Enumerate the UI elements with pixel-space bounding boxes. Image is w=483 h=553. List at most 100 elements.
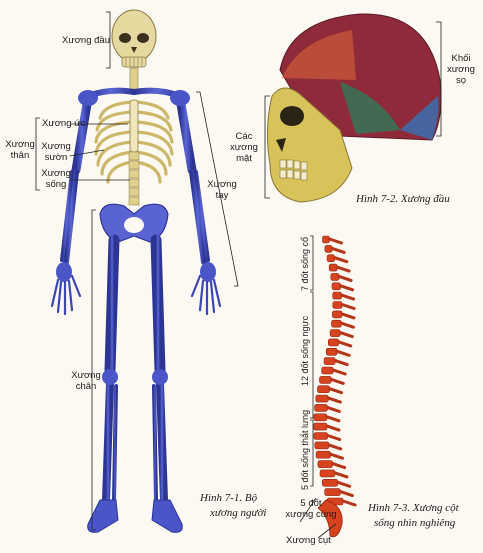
label-sternum: Xương ức [42, 118, 86, 129]
vertebra [315, 394, 329, 403]
spinous-process [333, 471, 349, 479]
caption-figure-7-1-line1: Hình 7-1. Bộ [200, 492, 258, 504]
vertebra [329, 329, 341, 337]
label-spine-line2: sống [45, 179, 67, 190]
vertebra [317, 460, 333, 468]
lumbar-spine [128, 151, 140, 206]
spinous-process [336, 480, 352, 488]
spinous-process [326, 434, 342, 441]
label-trunk-line1: Xương [5, 139, 35, 150]
occipital-bone [400, 96, 439, 140]
label-lumbar: 5 đốt sống thắt lưng [300, 409, 310, 490]
arms [60, 93, 210, 265]
spinous-process [329, 452, 344, 460]
vertebra [315, 450, 331, 459]
label-ribs-line2: sườn [44, 152, 68, 163]
label-cervical: 7 đốt sống cổ [300, 236, 310, 291]
vertebra [313, 432, 328, 440]
caption-figure-7-1-line2: xương người [210, 507, 267, 519]
vertebra [323, 357, 336, 365]
spinous-process [327, 443, 343, 451]
teeth [279, 159, 308, 181]
spinous-process [330, 246, 346, 254]
right-kneecap [152, 369, 168, 385]
label-cranium-line1: Khối [451, 53, 471, 64]
left-kneecap [102, 369, 118, 385]
spinous-process [340, 293, 356, 301]
caption-figure-7-3-line2: sống nhìn nghiêng [374, 517, 456, 529]
label-face-line1: Các [235, 131, 253, 142]
spinous-process [339, 284, 355, 292]
spinous-process [328, 237, 343, 245]
spinous-process [338, 490, 354, 498]
label-skull: Xương đầu [62, 35, 110, 46]
vertebra [321, 478, 338, 487]
spinous-process [333, 256, 349, 264]
vertebra [313, 422, 328, 431]
spinous-process [339, 321, 355, 329]
vertebra [314, 441, 330, 450]
label-trunk-line2: thân [10, 150, 30, 161]
caption-figure-7-3-line1: Hình 7-3. Xương cột [368, 502, 459, 514]
label-face-line2: xương [230, 142, 258, 153]
spinous-process [331, 368, 347, 376]
right-foot [151, 499, 183, 533]
skull-brackets [264, 21, 442, 199]
label-cranium-line2: xương [447, 64, 475, 75]
label-cranium-line3: sọ [455, 75, 467, 86]
right-hand [190, 262, 222, 316]
vertebra [317, 385, 330, 394]
left-hand [50, 262, 82, 316]
label-ribs-line1: Xương [41, 141, 71, 152]
spine-figure [313, 235, 357, 538]
spinous-process [341, 499, 357, 507]
vertebra [319, 469, 336, 478]
vertebra [331, 319, 342, 328]
spinous-process [325, 415, 341, 423]
caption-figure-7-2: Hình 7-2. Xương đầu [356, 193, 450, 205]
label-spine-line1: Xương [41, 168, 71, 179]
label-face-line3: mặt [236, 153, 252, 164]
nasal-cavity [276, 138, 286, 152]
spinous-process [335, 349, 351, 357]
label-sacral-line2: xương cùng [285, 509, 337, 520]
spinous-process [331, 462, 347, 470]
vertebra [332, 310, 343, 319]
spinous-process [337, 274, 353, 282]
temporal-bone [340, 82, 400, 134]
rib-cage [94, 100, 174, 184]
label-leg-line1: Xương [71, 370, 101, 381]
vertebra [314, 404, 328, 412]
frontal-bone [282, 30, 356, 80]
spinous-process [338, 331, 354, 339]
skeleton-skull [111, 9, 157, 68]
spinous-process [335, 265, 351, 273]
vertebra [319, 376, 332, 384]
vertebra [325, 347, 338, 356]
vertebra [313, 413, 328, 422]
eye-socket [280, 106, 304, 126]
spine-brackets [299, 235, 337, 539]
label-thoracic: 12 đốt sống ngực [300, 315, 310, 386]
label-sacral-line1: 5 đốt [300, 498, 322, 509]
vertebra [321, 366, 334, 375]
spinous-process [326, 396, 342, 404]
skeleton-figure [35, 9, 239, 533]
left-foot [87, 499, 119, 533]
skeleton-brackets [35, 11, 239, 531]
sternum [129, 99, 139, 153]
label-coccyx: Xương cụt [286, 535, 331, 546]
right-shoulder [170, 90, 190, 106]
label-arm-line1: Xương [207, 179, 237, 190]
spinous-process [340, 303, 356, 310]
vertebra [327, 338, 340, 347]
spinous-process [328, 387, 344, 395]
legs [102, 234, 168, 504]
spinous-process [337, 340, 353, 348]
spinous-process [333, 359, 349, 367]
spinous-process [329, 377, 345, 385]
skeleton-neck [129, 67, 139, 91]
label-leg-line2: chân [75, 381, 97, 392]
label-arm-line2: tay [215, 190, 229, 201]
